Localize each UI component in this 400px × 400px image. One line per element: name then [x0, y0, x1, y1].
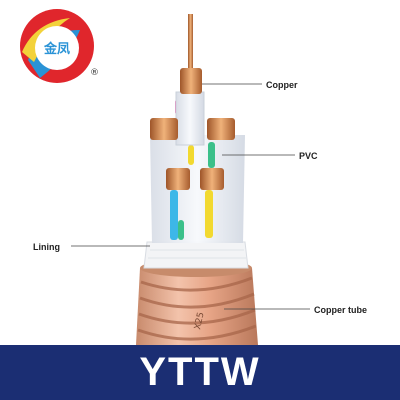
- copper-conductor-lower-left: [166, 168, 190, 190]
- product-title: YTTW: [139, 350, 261, 394]
- brand-logo: 金凤 ®: [20, 9, 99, 83]
- label-pvc: PVC: [299, 151, 318, 161]
- label-copper-tube: Copper tube: [314, 305, 367, 315]
- copper-conductor-left: [150, 118, 178, 140]
- core-marker-blue: [170, 190, 178, 240]
- insulated-cores: [150, 91, 245, 243]
- label-lining: Lining: [33, 242, 60, 252]
- pvc-core-top: [175, 91, 205, 146]
- copper-conductor-lower-right: [200, 168, 224, 190]
- copper-tube: X25: [136, 259, 258, 345]
- label-copper: Copper: [266, 80, 298, 90]
- pvc-insulation: [150, 135, 245, 243]
- lining-texture: [148, 249, 246, 259]
- core-marker-yellow-2: [188, 145, 194, 165]
- copper-strand-center: [188, 14, 193, 74]
- logo-center: [35, 26, 79, 70]
- lining-layer: [143, 241, 249, 269]
- core-marker-green-2: [178, 220, 184, 240]
- core-marker-green: [208, 142, 215, 168]
- trademark-symbol: ®: [90, 68, 99, 78]
- copper-conductor-right: [207, 118, 235, 140]
- title-banner: YTTW: [0, 345, 400, 400]
- copper-conductors: [150, 14, 235, 190]
- leader-lines: [71, 83, 310, 310]
- copper-conductor-top: [180, 68, 202, 94]
- sheath-marking: X25: [193, 311, 206, 330]
- lining-band: [143, 241, 249, 269]
- copper-tube-corrugation: [137, 276, 257, 341]
- logo-lettering: 金凤: [43, 41, 70, 57]
- core-marker-yellow: [205, 190, 213, 238]
